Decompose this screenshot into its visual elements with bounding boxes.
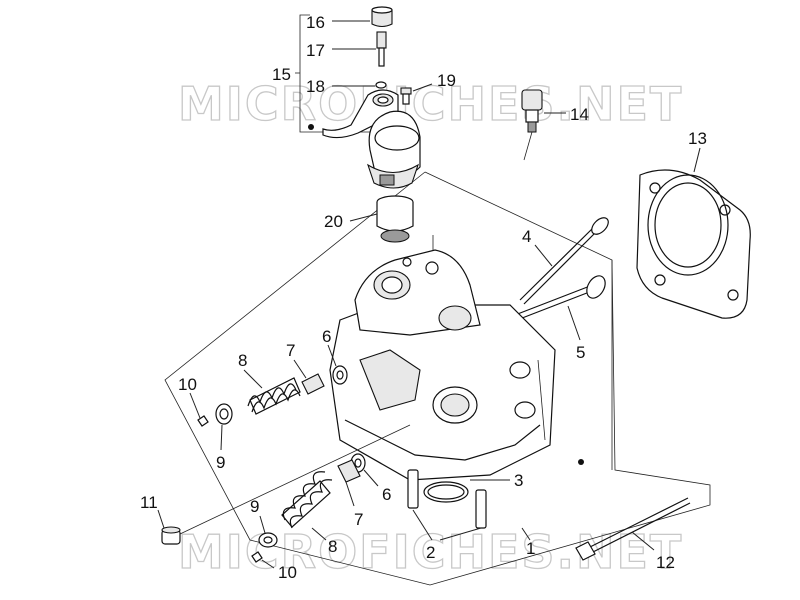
label-part-17: 17 [306, 41, 325, 60]
part-17-pin [332, 31, 387, 67]
cylinder-head [329, 249, 556, 481]
part-11-plug [157, 424, 411, 545]
part-8-spring-lower [281, 471, 333, 541]
part-9-retainer-upper [215, 403, 233, 451]
label-part-15: 15 [272, 65, 291, 84]
reference-dot [578, 459, 584, 465]
label-part-14: 14 [570, 105, 589, 124]
label-part-3: 3 [514, 471, 523, 490]
label-part-8-upper: 8 [238, 351, 247, 370]
part-10-keeper-lower [251, 551, 275, 569]
part-4-valve [519, 217, 609, 305]
part-14-sensor [521, 89, 566, 161]
label-part-19: 19 [437, 71, 456, 90]
part-18-washer [332, 81, 387, 89]
part-10-keeper-upper [189, 392, 209, 427]
label-part-5: 5 [576, 343, 585, 362]
part-2-dowel-pins [407, 469, 487, 541]
label-part-10-upper: 10 [178, 375, 197, 394]
label-part-12: 12 [656, 553, 675, 572]
label-part-16: 16 [306, 13, 325, 32]
part-20-thermostat [349, 195, 414, 243]
label-part-6-upper: 6 [322, 327, 331, 346]
reference-dot [308, 124, 314, 130]
part-5-valve [514, 275, 606, 341]
watermark-bottom: MICROFICHES.NET [178, 525, 683, 579]
part-6-seal-upper [327, 344, 348, 385]
part-19-screw [400, 83, 433, 105]
part-9-retainer-lower [258, 515, 278, 548]
label-part-2: 2 [426, 543, 435, 562]
label-part-7-upper: 7 [286, 341, 295, 360]
part-12-bolt [575, 497, 691, 561]
label-part-8-lower: 8 [328, 537, 337, 556]
label-part-10-lower: 10 [278, 563, 297, 582]
part-labels: 16 17 15 18 19 14 13 20 4 5 7 6 8 10 9 1… [140, 13, 707, 582]
label-part-7-lower: 7 [354, 510, 363, 529]
label-part-6-lower: 6 [382, 485, 391, 504]
label-part-20: 20 [324, 212, 343, 231]
part-8-spring-upper [243, 369, 301, 415]
label-part-18: 18 [306, 77, 325, 96]
thermostat-housing [322, 89, 421, 189]
leader-part-1 [521, 527, 531, 541]
label-part-4: 4 [522, 227, 531, 246]
part-7-guide-lower [337, 459, 361, 507]
label-part-9-upper: 9 [216, 453, 225, 472]
label-part-1: 1 [526, 539, 535, 558]
part-7-guide-upper [293, 359, 325, 395]
label-part-13: 13 [688, 129, 707, 148]
label-part-11: 11 [140, 493, 158, 512]
part-13-head-gasket [636, 147, 751, 319]
label-part-9-lower: 9 [250, 497, 259, 516]
part-3-o-ring [423, 479, 510, 503]
watermark-top: MICROFICHES.NET [178, 77, 683, 131]
part-16-cap [332, 6, 393, 28]
